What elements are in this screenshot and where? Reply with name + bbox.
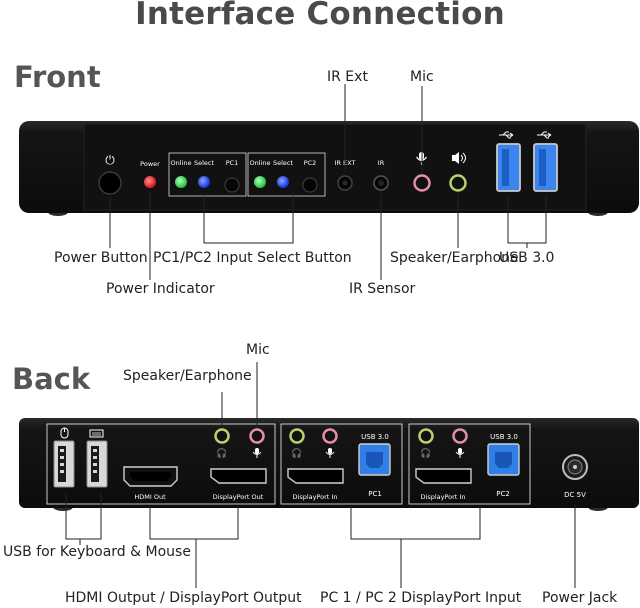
pc2-group-frame [247, 152, 326, 197]
pc1-text: PC1 [226, 159, 239, 167]
pc2-back-text: PC2 [496, 490, 510, 498]
headphone-icon: 🎧 [420, 447, 431, 459]
callout-front-mic: Mic [410, 69, 434, 85]
pc1-back-text: PC1 [368, 490, 382, 498]
pc2-usb30-text: USB 3.0 [490, 433, 518, 441]
front-speaker-jack[interactable] [449, 174, 467, 192]
mic-icon [455, 448, 465, 458]
pc2-online-led [254, 176, 266, 188]
pc1-select-text: Select [194, 159, 215, 167]
mouse-icon [60, 427, 69, 439]
callout-usb-kbm: USB for Keyboard & Mouse [3, 544, 191, 560]
pc1-dp-in-text: DisplayPort In [293, 493, 338, 501]
keyboard-icon [89, 429, 104, 438]
page-title: Interface Connection [135, 0, 505, 32]
front-device: ⏻ Power Online Select PC1 Online Select … [19, 121, 639, 216]
power-led [144, 176, 156, 188]
pc1-usb30-text: USB 3.0 [361, 433, 389, 441]
callout-ir-ext: IR Ext [327, 69, 368, 85]
headphone-icon: 🎧 [291, 447, 302, 459]
pc1-speaker-jack[interactable] [289, 428, 305, 444]
power-button[interactable] [98, 171, 122, 195]
back-mic-jack[interactable] [249, 428, 265, 444]
back-device: HDMI Out 🎧 DisplayPort Out 🎧 DisplayPort… [19, 418, 639, 511]
pc2-section-frame [408, 423, 531, 505]
dp-out-port[interactable] [210, 468, 267, 484]
pc1-dp-in-port[interactable] [287, 468, 344, 484]
callout-back-mic: Mic [246, 342, 270, 358]
back-speaker-jack[interactable] [214, 428, 230, 444]
output-section-frame [46, 423, 276, 505]
dc-text: DC 5V [564, 491, 586, 499]
speaker-icon [452, 152, 466, 164]
pc1-mic-jack[interactable] [322, 428, 338, 444]
callout-front-speaker: Speaker/Earphone [390, 250, 519, 266]
usb-icon [537, 131, 552, 139]
pc2-mic-jack[interactable] [452, 428, 468, 444]
pc2-select-text: Select [273, 159, 294, 167]
pc1-group-frame [168, 152, 247, 197]
hdmi-out-text: HDMI Out [134, 493, 166, 501]
pc2-text: PC2 [304, 159, 317, 167]
mic-icon [252, 448, 262, 458]
front-callout-lines [109, 84, 547, 280]
power-symbol-icon: ⏻ [105, 153, 115, 167]
front-heading: Front [14, 60, 101, 94]
pc2-online-text: Online [250, 159, 271, 167]
back-heading: Back [12, 362, 91, 396]
headphone-icon: 🎧 [216, 447, 227, 459]
pc1-online-text: Online [171, 159, 192, 167]
pc2-select-button[interactable] [302, 177, 318, 193]
pc1-select-led [198, 176, 210, 188]
pc2-speaker-jack[interactable] [418, 428, 434, 444]
callout-video-out: HDMI Output / DisplayPort Output [65, 590, 302, 606]
callout-power-button: Power Button [54, 250, 148, 266]
pc2-dp-in-text: DisplayPort In [421, 493, 466, 501]
callout-ir-sensor: IR Sensor [349, 281, 416, 297]
callout-usb30: USB 3.0 [499, 250, 555, 266]
callout-input-select: PC1/PC2 Input Select Button [153, 250, 352, 266]
front-mic-jack[interactable] [413, 174, 431, 192]
pc1-section-frame [280, 423, 403, 505]
usb-icon [499, 131, 514, 139]
callout-dp-input: PC 1 / PC 2 DisplayPort Input [320, 590, 522, 606]
ir-text: IR [378, 159, 385, 167]
power-text: Power [140, 160, 160, 168]
dp-out-text: DisplayPort Out [213, 493, 264, 501]
pc1-online-led [175, 176, 187, 188]
pc2-dp-in-port[interactable] [415, 468, 472, 484]
mic-icon [325, 448, 335, 458]
callout-power-jack: Power Jack [542, 590, 618, 606]
pc2-select-led [277, 176, 289, 188]
back-callout-lines [65, 362, 576, 588]
callout-back-speaker: Speaker/Earphone [123, 368, 252, 384]
pc1-select-button[interactable] [224, 177, 240, 193]
callout-power-indicator: Power Indicator [106, 281, 215, 297]
